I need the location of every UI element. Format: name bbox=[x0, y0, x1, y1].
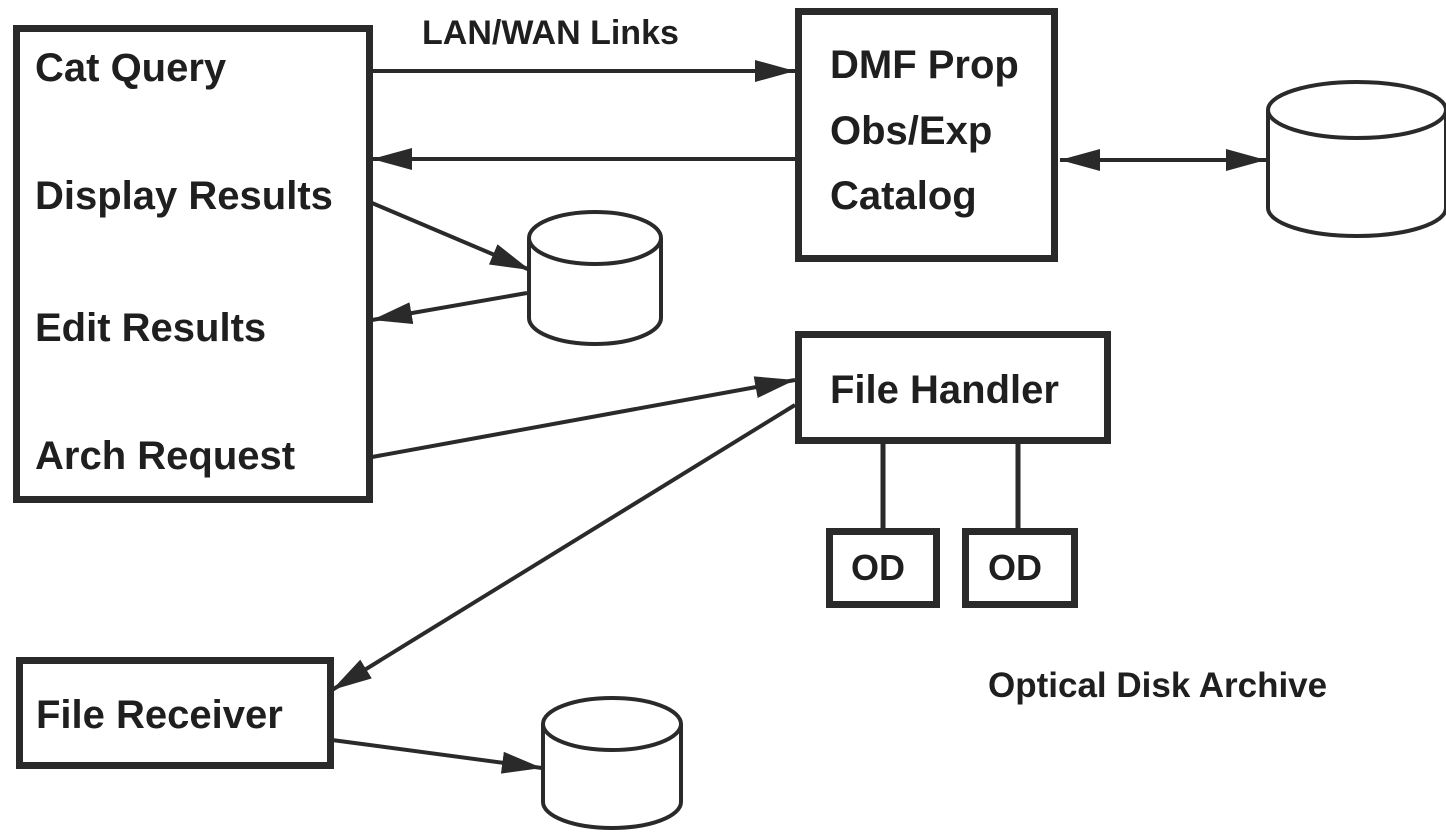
arrow-display-to-results-store bbox=[371, 201, 531, 272]
archive-label: Optical Disk Archive bbox=[988, 666, 1328, 705]
catalog-box bbox=[795, 8, 1058, 262]
catalog-store-icon bbox=[1266, 80, 1446, 238]
arrow-request-to-file-handler bbox=[371, 376, 796, 459]
client-item-arch-request: Arch Request bbox=[35, 434, 296, 478]
catalog-line-1: DMF Prop bbox=[830, 43, 1019, 87]
catalog-line-2: Obs/Exp bbox=[830, 109, 993, 153]
received-files-store-icon bbox=[541, 696, 683, 830]
arrow-results-store-to-edit bbox=[371, 291, 528, 324]
optical-drive-2 bbox=[962, 528, 1078, 608]
optical-drive-1-label: OD bbox=[851, 547, 905, 588]
client-box bbox=[13, 25, 373, 503]
client-item-cat-query: Cat Query bbox=[35, 46, 227, 90]
arrow-receiver-to-store bbox=[331, 738, 543, 774]
optical-drive-2-label: OD bbox=[988, 547, 1042, 588]
arrow-file-handler-to-receiver bbox=[330, 403, 797, 692]
client-item-display-results: Display Results bbox=[35, 174, 333, 218]
file-receiver-label: File Receiver bbox=[36, 693, 283, 737]
file-handler-label: File Handler bbox=[830, 368, 1059, 412]
optical-drive-1 bbox=[826, 528, 940, 608]
results-store-icon bbox=[527, 210, 663, 346]
file-handler-box bbox=[795, 331, 1111, 444]
client-item-edit-results: Edit Results bbox=[35, 306, 267, 350]
file-receiver-box bbox=[16, 657, 334, 769]
catalog-line-3: Catalog bbox=[830, 174, 977, 218]
link-label: LAN/WAN Links bbox=[422, 14, 679, 52]
